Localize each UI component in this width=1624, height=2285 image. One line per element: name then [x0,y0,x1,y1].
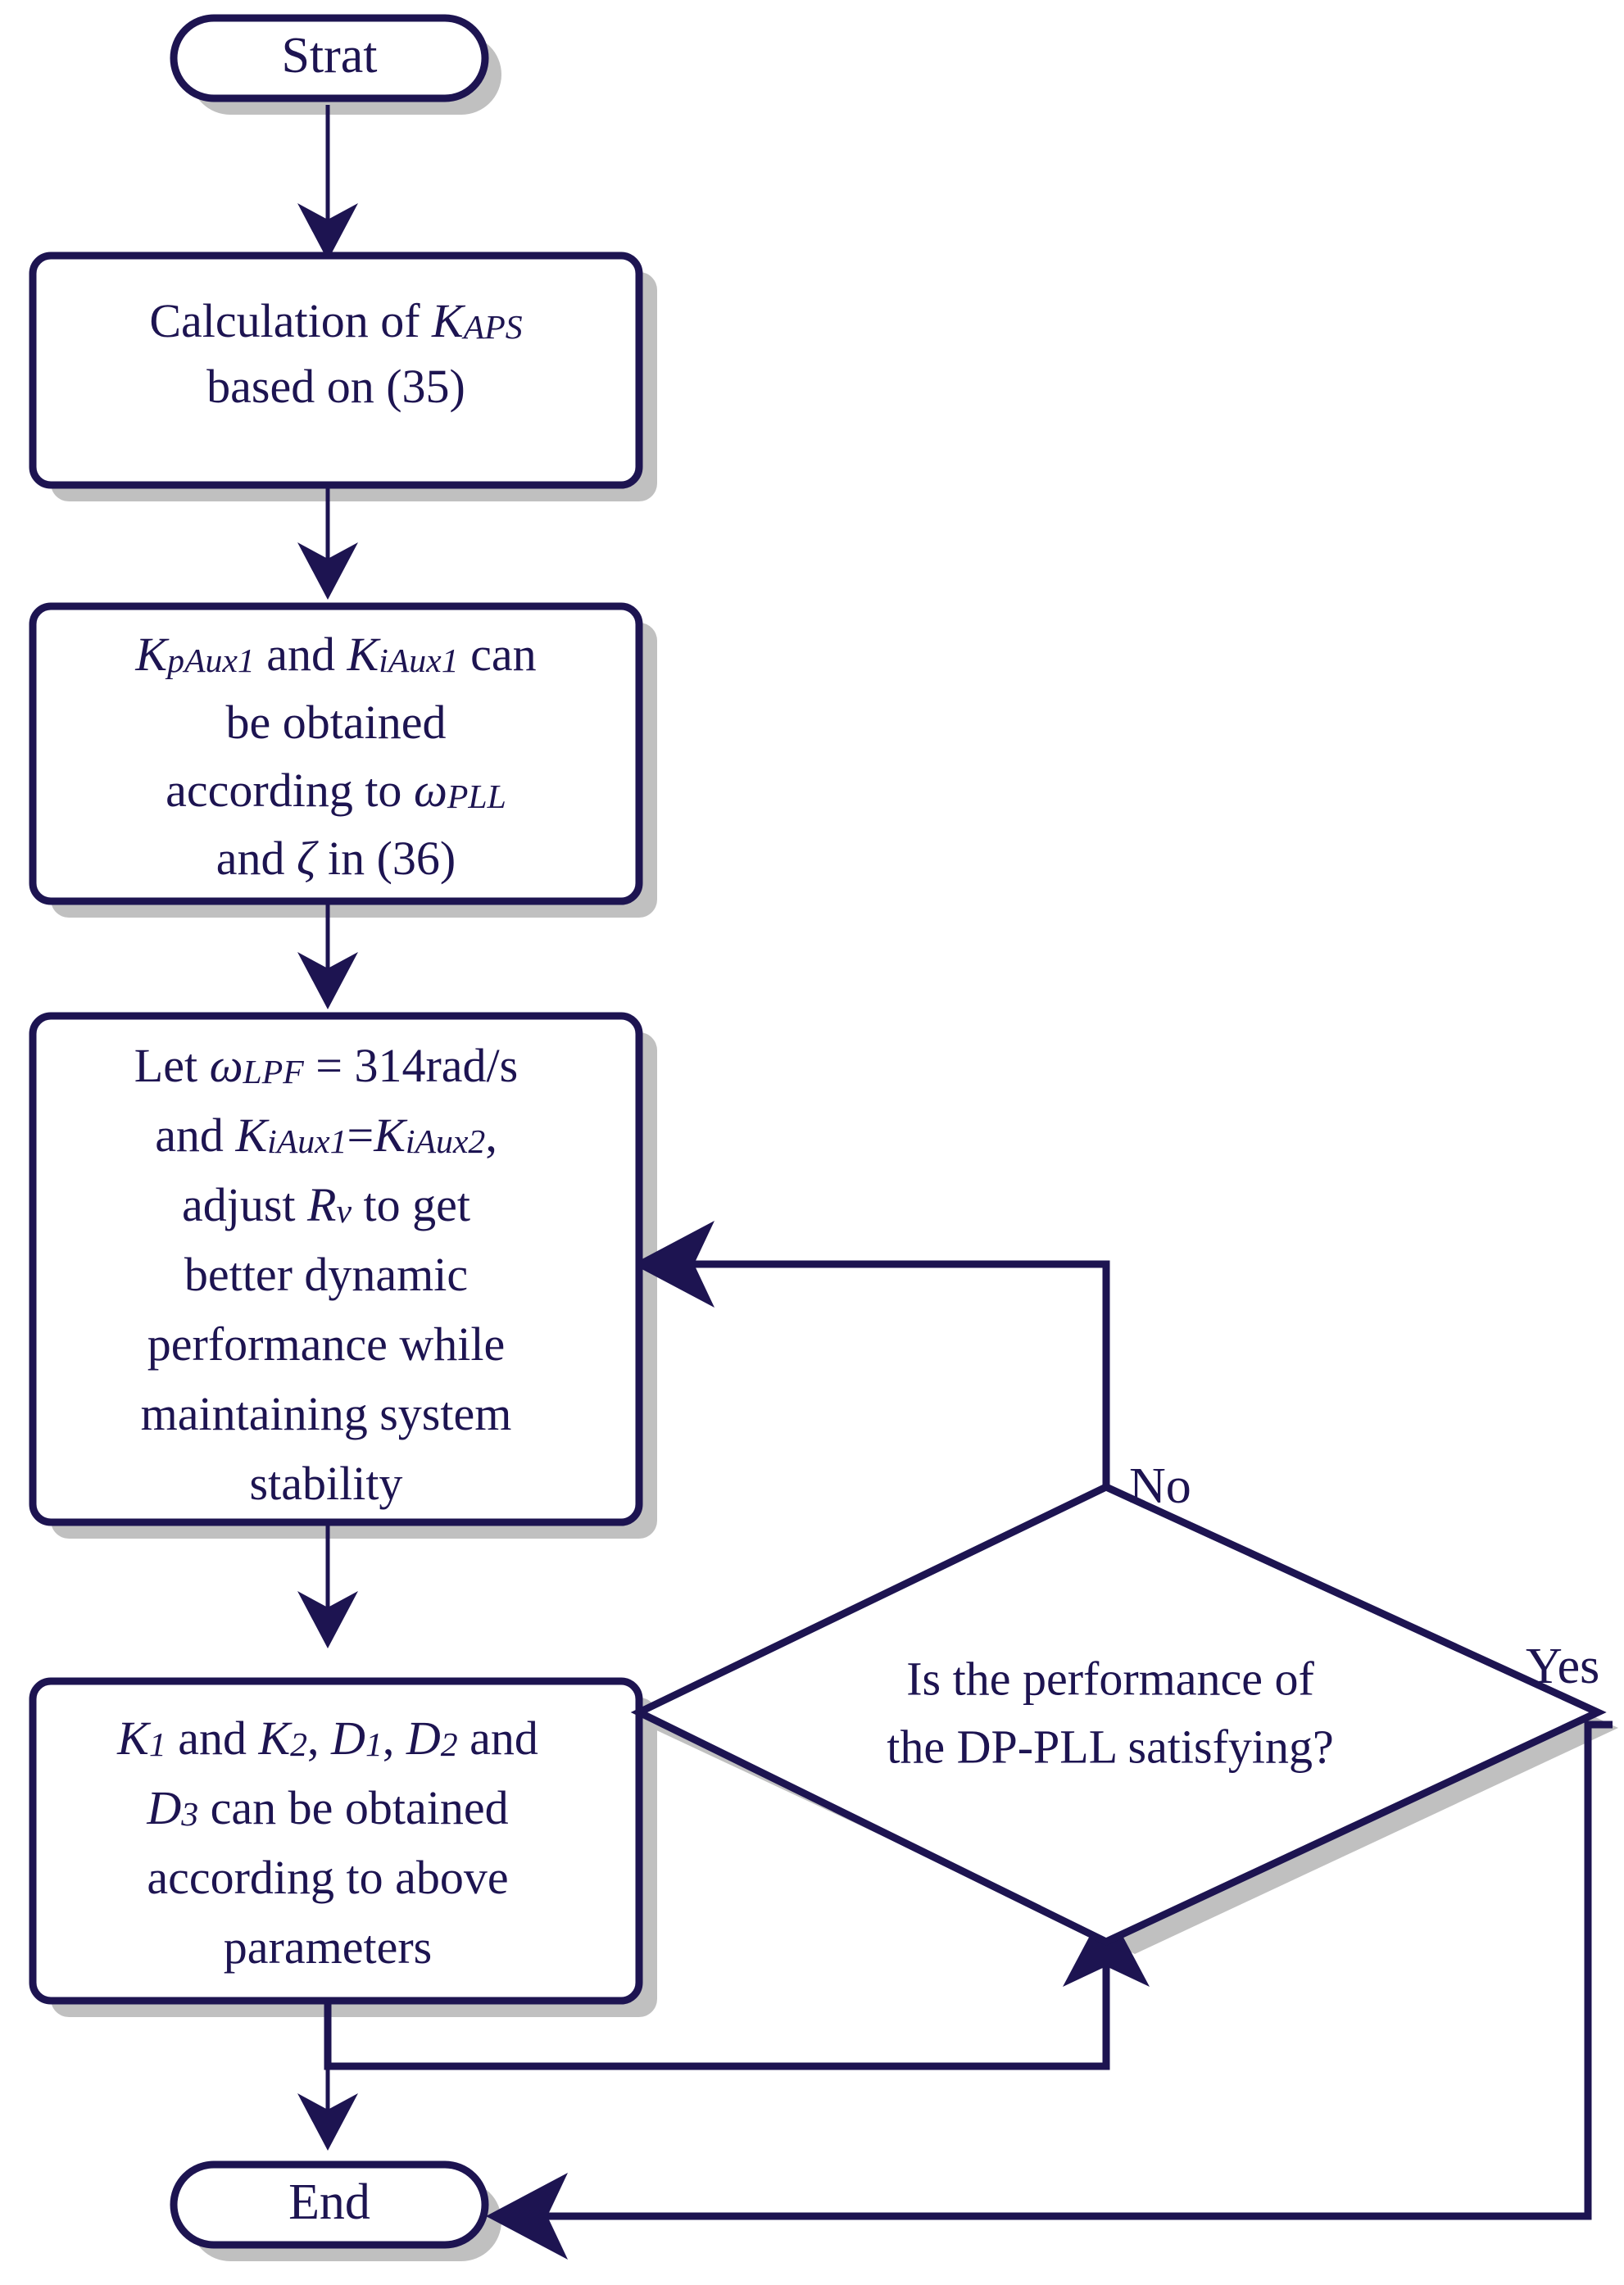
step2-node-label-line2: be obtained [226,696,447,749]
edge-decision-yes-to-end [541,1721,1613,2220]
step1-node-label-line2: based on (35) [206,360,465,413]
step2-node[interactable]: KpAux1 and KiAux1 can be obtained accord… [29,602,643,905]
decision-node-label-line1: Is the performance of [906,1652,1314,1705]
decision-node-shape[interactable] [630,1483,1607,1946]
step4-node-label-line3: according to above [147,1851,508,1904]
step1-node-shape[interactable] [29,252,643,489]
edge-decision-no-to-step3-arrowhead [633,1221,714,1308]
decision-node-label-line2: the DP-PLL satisfying? [887,1720,1334,1773]
step4-node-label-line1: K1 and K2, D1, D2 and [116,1711,538,1765]
step1-node[interactable]: Calculation of KAPS based on (35) [29,252,643,489]
step3-node-label-line3: adjust Rv to get [182,1178,470,1231]
step2-node-label-line4: and ζ in (36) [216,832,456,885]
step4-node-label-line4: parameters [224,1920,432,1974]
step3-node-label-line4: better dynamic [184,1248,468,1301]
end-node-shape[interactable] [170,2160,489,2249]
decision-node[interactable]: Is the performance of the DP-PLL satisfy… [630,1483,1607,1946]
step3-node-label-line5: performance while [147,1317,505,1371]
step4-node[interactable]: K1 and K2, D1, D2 and D3 can be obtained… [29,1677,643,2005]
step2-node-label-line1: KpAux1 and KiAux1 can [134,628,536,681]
edge-label-yes: Yes [1526,1639,1599,1694]
edge-decision-no-to-step3 [688,1260,1110,1497]
edge-step4-to-decision-arrowhead [1063,1905,1150,1987]
edge-step4-to-end-arrowhead [297,2093,358,2151]
step3-node-shape[interactable] [29,1012,643,1526]
start-node-shape[interactable] [170,14,489,102]
step2-node-label-line3: according to ωPLL [166,764,506,817]
step1-node-label: Calculation of KAPS [149,294,522,347]
step4-node-label-line2: D3 can be obtained [146,1781,508,1834]
step3-node-label-line1: Let ωLPF = 314rad/s [134,1039,518,1092]
step3-node[interactable]: Let ωLPF = 314rad/s and KiAux1=KiAux2, a… [29,1012,643,1526]
step3-node-label-line6: maintaining system [141,1387,512,1440]
edge-start-to-step1-arrowhead [297,203,358,261]
edge-decision-yes-to-end-arrowhead [486,2173,568,2260]
edge-step2-to-step3-arrowhead [297,952,358,1009]
step2-node-shape[interactable] [29,602,643,905]
start-node[interactable]: Strat [170,14,489,102]
end-node[interactable]: End [170,2160,489,2249]
connectors [297,105,1613,2260]
edge-step3-to-step4-arrowhead [297,1591,358,1648]
end-node-label: End [288,2174,370,2230]
step3-node-label-line7: stability [250,1457,403,1510]
start-node-label: Strat [281,28,377,84]
step4-node-shape[interactable] [29,1677,643,2005]
edge-label-no: No [1129,1458,1191,1514]
edge-step1-to-step2-arrowhead [297,542,358,600]
step3-node-label-line2: and KiAux1=KiAux2, [155,1108,497,1162]
